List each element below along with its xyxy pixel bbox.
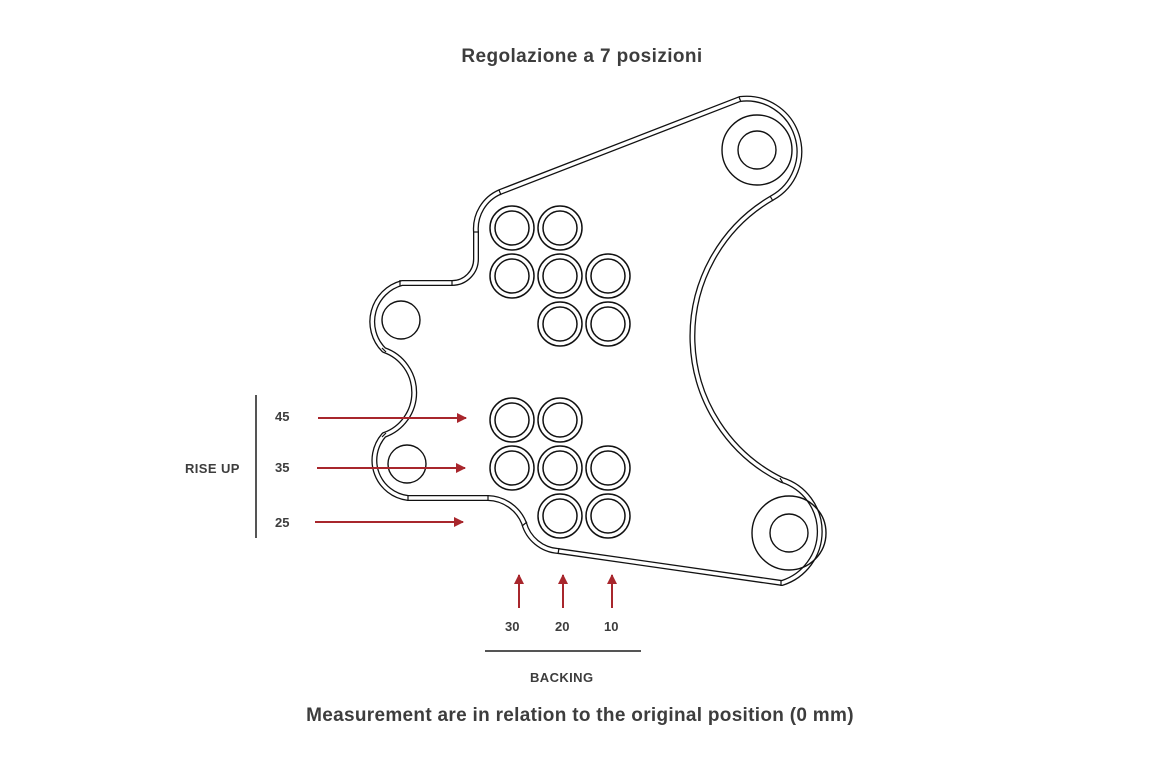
measurement-note: Measurement are in relation to the origi… bbox=[306, 705, 854, 726]
adjustment-hole bbox=[537, 397, 583, 443]
adjustment-hole bbox=[585, 301, 631, 347]
mount-hole-left-lower bbox=[387, 444, 427, 484]
lower-hole-group bbox=[489, 397, 631, 539]
adjustment-holes bbox=[489, 205, 631, 539]
adjustment-hole bbox=[489, 397, 535, 443]
adjustment-hole bbox=[537, 253, 583, 299]
backing-label: BACKING bbox=[530, 670, 594, 685]
upper-hole-group bbox=[489, 205, 631, 347]
diagram-title: Regolazione a 7 posizioni bbox=[461, 46, 703, 67]
rise-up-value-45: 45 bbox=[275, 409, 290, 424]
adjustment-hole bbox=[489, 253, 535, 299]
adjustment-hole bbox=[489, 445, 535, 491]
adjustment-hole bbox=[585, 445, 631, 491]
adjustment-hole bbox=[537, 205, 583, 251]
backing-arrows bbox=[514, 574, 617, 608]
backing-value-10: 10 bbox=[604, 619, 619, 634]
mount-hole-bottom-right bbox=[751, 495, 827, 571]
adjustment-hole bbox=[537, 445, 583, 491]
rise-up-value-25: 25 bbox=[275, 515, 290, 530]
backing-value-20: 20 bbox=[555, 619, 570, 634]
adjustment-hole bbox=[585, 493, 631, 539]
rise-up-label: RISE UP bbox=[185, 461, 240, 476]
adjustment-hole bbox=[537, 493, 583, 539]
mount-hole-left-upper bbox=[381, 300, 421, 340]
backing-value-30: 30 bbox=[505, 619, 520, 634]
plate-outline bbox=[369, 95, 823, 586]
adjustment-hole bbox=[537, 301, 583, 347]
rise-up-arrows bbox=[315, 413, 467, 527]
adjustment-hole bbox=[585, 253, 631, 299]
mount-hole-top-right bbox=[721, 114, 793, 186]
adjustment-hole bbox=[489, 205, 535, 251]
rise-up-value-35: 35 bbox=[275, 460, 290, 475]
